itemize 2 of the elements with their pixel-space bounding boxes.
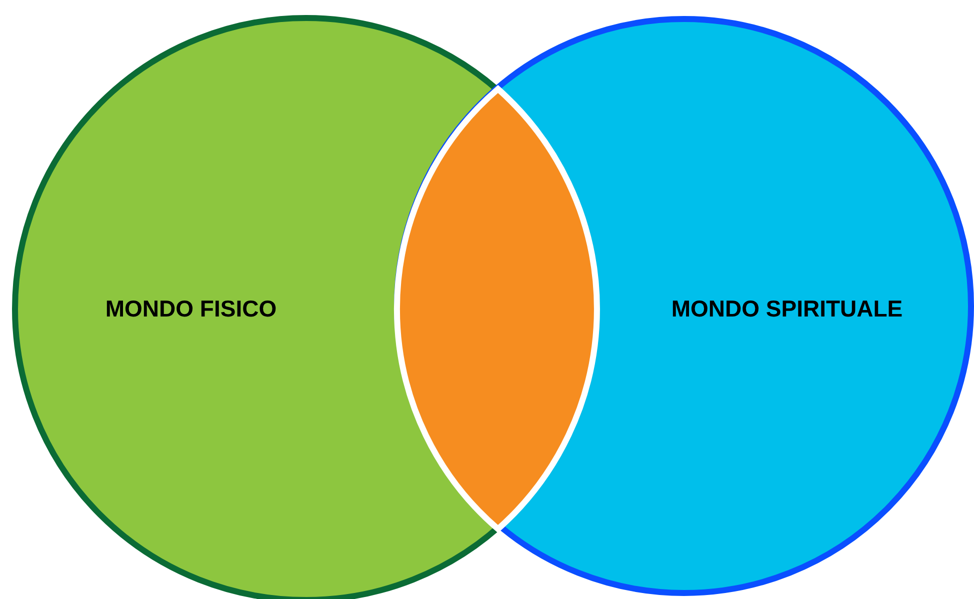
circle-label: MONDO FISICO xyxy=(105,296,277,322)
circle-label: MONDO SPIRITUALE xyxy=(671,296,903,322)
